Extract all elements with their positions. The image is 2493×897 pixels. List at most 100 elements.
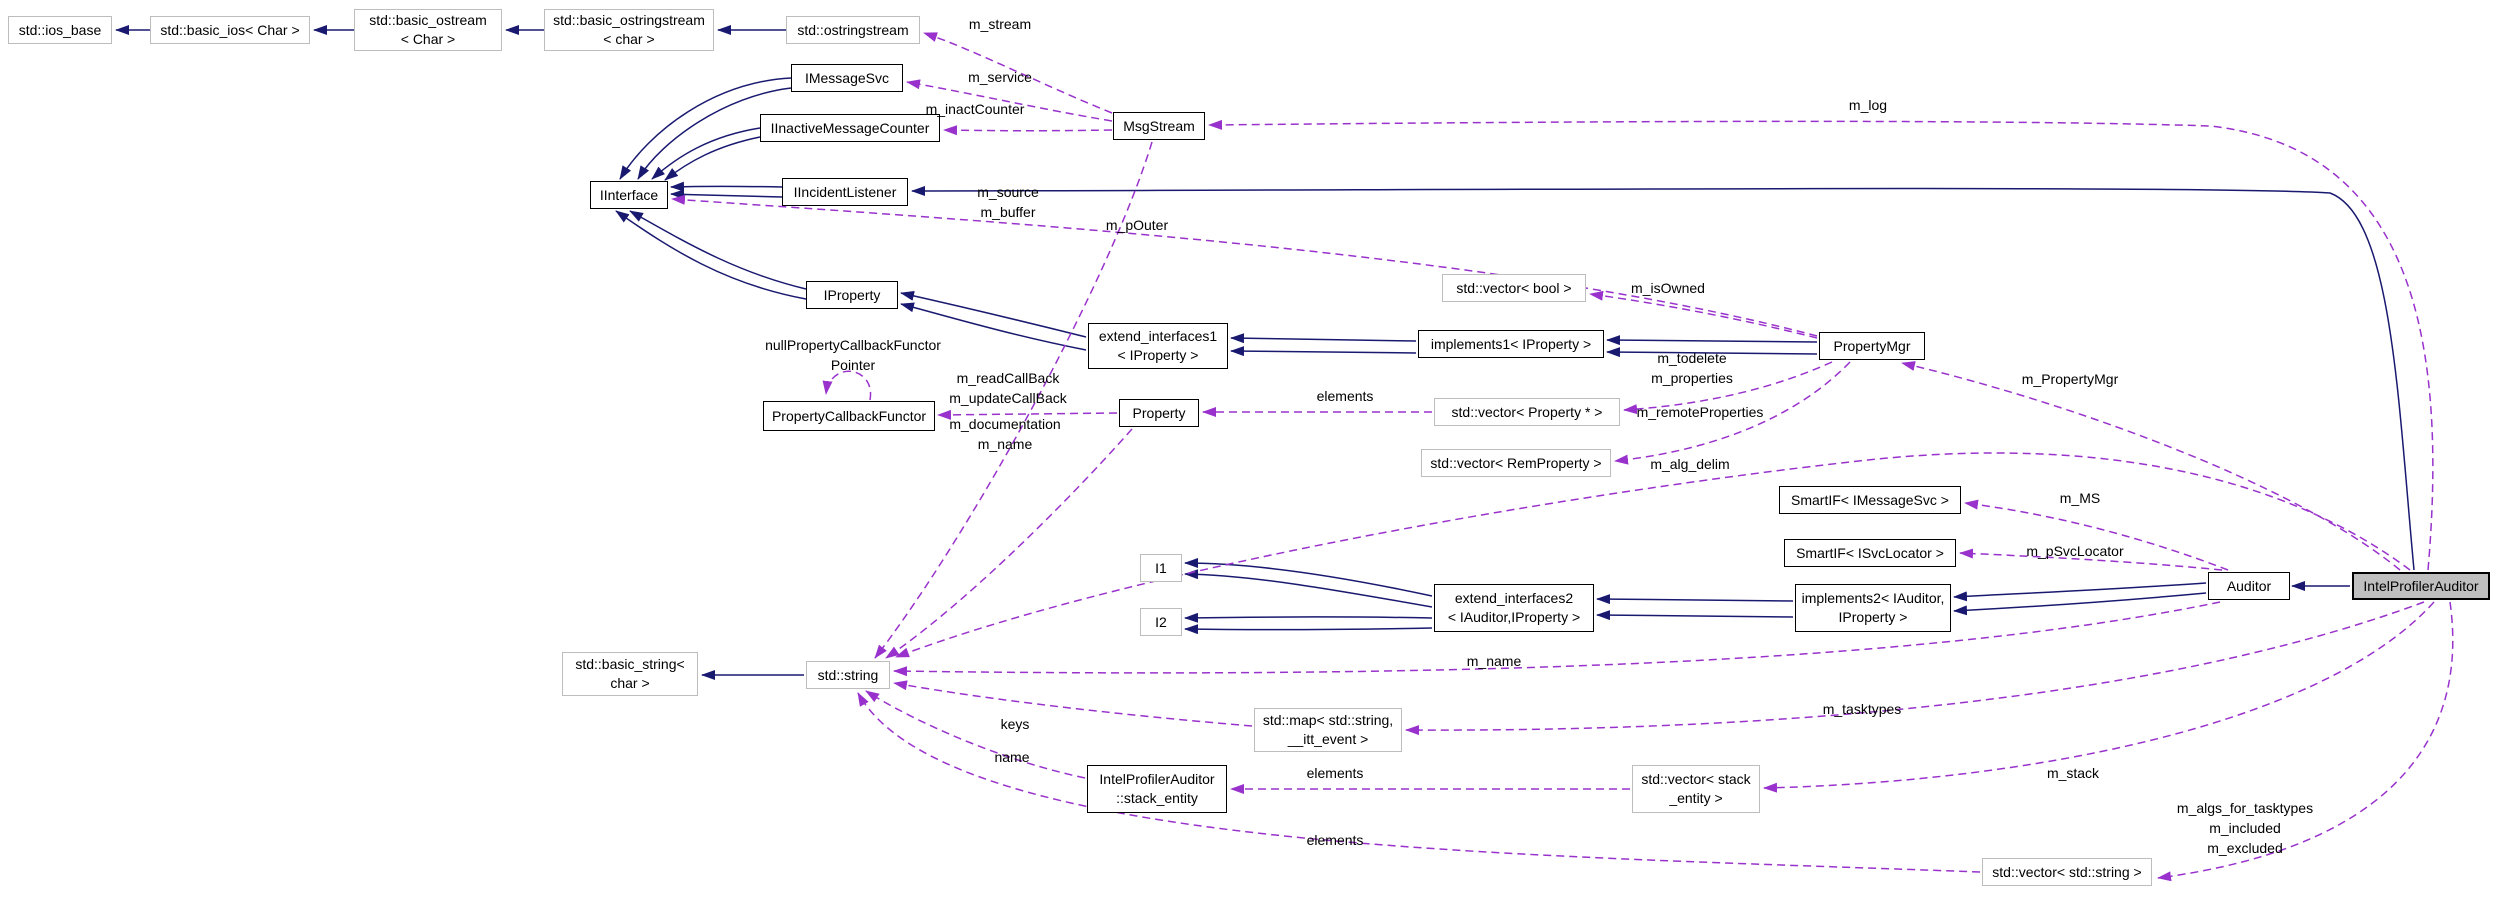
edge-label-m_readCallBack-m_updateCallBack: m_readCallBack m_updateCallBack: [949, 370, 1067, 406]
node-basic_ostream[interactable]: std::basic_ostream < Char >: [354, 9, 502, 51]
edge-msgstream-to-ostringstream-m_stream: [923, 32, 1113, 114]
edge-label-m_remoteProperties: m_remoteProperties: [1636, 404, 1764, 420]
edge-property-to-propertycallbackfunctor-callbacks: [937, 409, 1118, 420]
node-vector_remproperty[interactable]: std::vector< RemProperty >: [1421, 449, 1611, 477]
edge-auditor-to-std_string-m_name: [893, 601, 2221, 677]
edge-stack_entity-to-std_string-name: [865, 690, 1086, 779]
edge-msgstream-to-imessagesvc-m_service: [906, 79, 1113, 122]
node-extend_interfaces2[interactable]: extend_interfaces2 < IAuditor,IProperty …: [1434, 584, 1594, 632]
node-intelprofilerauditor[interactable]: IntelProfilerAuditor: [2352, 572, 2490, 600]
edge-intelprofilerauditor-to-iincidentlistener: [911, 185, 2415, 571]
node-ostringstream[interactable]: std::ostringstream: [786, 16, 920, 44]
edge-label-m_name: m_name: [1466, 653, 1522, 669]
edge-extend_interfaces2-to-i1-a: [1184, 558, 1433, 597]
node-i2[interactable]: I2: [1140, 608, 1182, 636]
edge-implements2-to-extend_interfaces2-a: [1596, 594, 1794, 605]
node-vector_property_ptr[interactable]: std::vector< Property * >: [1434, 398, 1620, 426]
edge-label-m_log: m_log: [1848, 97, 1888, 113]
edge-extend_interfaces2-to-i2-a: [1184, 612, 1433, 623]
edge-propertymgr-to-iinterface-m_pOuter: [671, 194, 1818, 337]
edge-implements1-to-extend_interfaces1-a: [1230, 333, 1417, 344]
node-smartif_imessagesvc[interactable]: SmartIF< IMessageSvc >: [1779, 486, 1961, 514]
edge-extend_interfaces2-to-i2-b: [1184, 624, 1433, 635]
node-iproperty[interactable]: IProperty: [806, 281, 898, 309]
edge-extend_interfaces1-to-iproperty-b: [900, 302, 1087, 351]
edge-label-m_algs_for_tasktypes: m_algs_for_tasktypes m_included m_exclud…: [2176, 800, 2314, 856]
edge-msgstream-to-iinactivemessagecounter-m_inactCounter: [943, 125, 1113, 136]
edge-map-to-std_string-keys: [893, 680, 1253, 727]
node-msgstream[interactable]: MsgStream: [1113, 112, 1205, 140]
node-stack_entity[interactable]: IntelProfilerAuditor ::stack_entity: [1087, 765, 1227, 813]
edge-intelprofilerauditor-to-map-m_tasktypes: [1405, 601, 2425, 736]
edge-label-elements-string: elements: [1306, 832, 1364, 848]
edge-imessagesvc-to-iinterface-b: [637, 87, 792, 180]
edge-label-name: name: [994, 749, 1030, 765]
node-iincidentlistener[interactable]: IIncidentListener: [782, 178, 908, 206]
node-i1[interactable]: I1: [1140, 554, 1182, 582]
edge-extend_interfaces2-to-i1-b: [1184, 569, 1433, 608]
node-property[interactable]: Property: [1119, 399, 1199, 427]
edge-label-nullPropertyCallbackFunctorPointer: nullPropertyCallbackFunctor Pointer: [765, 337, 941, 373]
edge-propertymgr-to-implements1-a: [1606, 335, 1818, 346]
edge-label-keys: keys: [1000, 716, 1030, 732]
edge-iincidentlistener-to-iinterface-b: [670, 189, 783, 200]
edge-intelprofilerauditor-to-vector_stack_entity-m_stack: [1763, 601, 2435, 793]
edge-iproperty-to-iinterface-b: [615, 210, 807, 300]
node-implements2[interactable]: implements2< IAuditor, IProperty >: [1795, 584, 1951, 632]
edge-label-m_inactCounter: m_inactCounter: [925, 101, 1025, 117]
edge-iincidentlistener-to-iinterface-a: [670, 181, 783, 192]
edge-label-m_MS: m_MS: [2059, 490, 2101, 506]
node-propertymgr[interactable]: PropertyMgr: [1819, 332, 1925, 360]
node-smartif_isvclocator[interactable]: SmartIF< ISvcLocator >: [1784, 539, 1956, 567]
edge-iinactivemessagecounter-to-iinterface-b: [664, 136, 761, 181]
edge-implements2-to-extend_interfaces2-b: [1596, 610, 1794, 621]
edge-label-m_source-m_buffer: m_source m_buffer: [977, 184, 1039, 220]
edge-intelprofilerauditor-to-vector_string-m_algs: [2157, 601, 2454, 882]
node-iinactivemessagecounter[interactable]: IInactiveMessageCounter: [760, 114, 940, 142]
edge-label-m_PropertyMgr: m_PropertyMgr: [2021, 371, 2119, 387]
edge-propertymgr-to-implements1-b: [1606, 347, 1818, 358]
edge-label-m_service: m_service: [968, 69, 1032, 85]
node-vector_string[interactable]: std::vector< std::string >: [1982, 858, 2152, 886]
node-vector_stack_entity[interactable]: std::vector< stack _entity >: [1632, 765, 1760, 813]
edge-property-to-std_string-m_documentation: [885, 428, 1133, 659]
edge-label-m_isOwned: m_isOwned: [1631, 280, 1705, 296]
edge-auditor-to-implements2-a: [1953, 582, 2207, 602]
edge-intelprofilerauditor-to-propertymgr-m_PropertyMgr: [1901, 361, 2401, 571]
edge-auditor-to-smartif_imessagesvc-m_MS: [1964, 499, 2229, 571]
node-basic_string[interactable]: std::basic_string< char >: [562, 652, 698, 696]
edge-extend_interfaces1-to-iproperty-a: [900, 290, 1087, 338]
node-propertycallbackfunctor[interactable]: PropertyCallbackFunctor: [763, 401, 935, 431]
node-vector_bool[interactable]: std::vector< bool >: [1442, 274, 1586, 302]
edge-propertymgr-to-vector_remproperty-m_remoteProperties: [1614, 361, 1851, 465]
node-basic_ios[interactable]: std::basic_ios< Char >: [150, 16, 310, 44]
node-extend_interfaces1[interactable]: extend_interfaces1 < IProperty >: [1088, 323, 1228, 369]
edge-auditor-to-smartif_isvclocator-m_pSvcLocator: [1959, 548, 2223, 571]
edge-msgstream-to-std_string-m_source-m_buffer: [874, 141, 1153, 659]
edge-propertycallbackfunctor-self-loop: [822, 370, 872, 401]
edge-label-m_stream: m_stream: [968, 16, 1032, 32]
edge-label-m_documentation-m_name: m_documentation m_name: [949, 416, 1061, 452]
node-std_string[interactable]: std::string: [806, 661, 890, 689]
node-implements1[interactable]: implements1< IProperty >: [1418, 330, 1604, 358]
edge-implements1-to-extend_interfaces1-b: [1230, 346, 1417, 357]
node-map_string_itt_event[interactable]: std::map< std::string, __itt_event >: [1254, 708, 1402, 752]
node-imessagesvc[interactable]: IMessageSvc: [791, 64, 903, 92]
edge-label-m_alg_delim: m_alg_delim: [1650, 456, 1730, 472]
edge-imessagesvc-to-iinterface-a: [619, 77, 792, 180]
node-ios_base[interactable]: std::ios_base: [8, 16, 112, 44]
edge-label-m_todelete-m_properties: m_todelete m_properties: [1651, 350, 1733, 386]
edge-label-m_pOuter: m_pOuter: [1105, 217, 1169, 233]
edge-iproperty-to-iinterface-a: [629, 210, 807, 290]
edge-label-m_pSvcLocator: m_pSvcLocator: [2026, 543, 2124, 559]
edge-intelprofilerauditor-to-msgstream-m_log: [1208, 119, 2434, 571]
edge-vector_string-to-std_string-elements: [857, 692, 1981, 873]
edge-label-m_tasktypes: m_tasktypes: [1822, 701, 1902, 717]
edge-auditor-to-implements2-b: [1953, 592, 2207, 616]
node-basic_ostringstream[interactable]: std::basic_ostringstream < char >: [544, 9, 714, 51]
edge-iinactivemessagecounter-to-iinterface-a: [651, 127, 761, 180]
node-auditor[interactable]: Auditor: [2208, 572, 2290, 600]
node-iinterface[interactable]: IInterface: [590, 181, 668, 209]
